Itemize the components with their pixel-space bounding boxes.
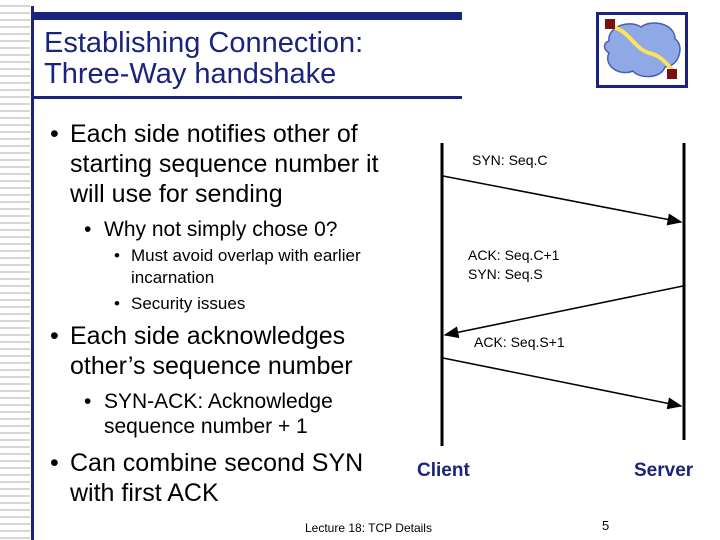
bullet-marker: •	[50, 322, 59, 350]
server-label: Server	[634, 460, 694, 481]
bullet-text: Must avoid overlap with earlier	[131, 246, 361, 265]
left-rule	[31, 6, 34, 540]
bullet-text: other’s sequence number	[70, 352, 353, 380]
ack-arrow	[442, 357, 683, 410]
bullet-marker: •	[84, 390, 92, 413]
syn-label: SYN: Seq.C	[472, 152, 547, 168]
bullet-text: with first ACK	[70, 479, 219, 507]
bullet-list: • Each side notifies other of starting s…	[50, 120, 379, 507]
syn-ack-arrow	[443, 285, 684, 339]
bullet-text: Each side notifies other of	[70, 120, 358, 148]
bullet-text: incarnation	[131, 268, 215, 287]
bullet-marker: •	[50, 120, 59, 148]
bullet-text: Each side acknowledges	[70, 322, 346, 350]
title-line-2: Three-Way handshake	[44, 58, 337, 90]
syn-ack-label-2: SYN: Seq.S	[468, 266, 543, 282]
bullet-text: starting sequence number it	[70, 150, 379, 178]
title-line-1: Establishing Connection:	[44, 27, 364, 59]
top-rule	[31, 12, 462, 20]
bullet-marker: •	[84, 218, 92, 241]
network-cloud-icon	[596, 12, 688, 88]
bullet-text: Why not simply chose 0?	[104, 218, 338, 241]
bullet-marker: •	[50, 449, 59, 477]
title-rule	[31, 96, 462, 99]
bullet-text: Security issues	[131, 294, 246, 313]
client-label: Client	[417, 460, 470, 481]
slide-title: Establishing Connection: Three-Way hands…	[44, 28, 363, 90]
page-number: 5	[602, 518, 610, 533]
bullet-marker: •	[114, 294, 120, 313]
syn-ack-label-1: ACK: Seq.C+1	[468, 247, 560, 263]
syn-arrow	[442, 175, 683, 226]
decorative-stripes	[0, 0, 30, 540]
bullet-marker: •	[114, 246, 120, 265]
ack-label: ACK: Seq.S+1	[474, 334, 565, 350]
footer-text: Lecture 18: TCP Details	[305, 521, 432, 535]
bullet-text: Can combine second SYN	[70, 449, 364, 477]
bullet-text: will use for sending	[70, 180, 283, 208]
bullet-text: sequence number + 1	[104, 415, 308, 438]
bullet-text: SYN-ACK: Acknowledge	[104, 390, 333, 413]
